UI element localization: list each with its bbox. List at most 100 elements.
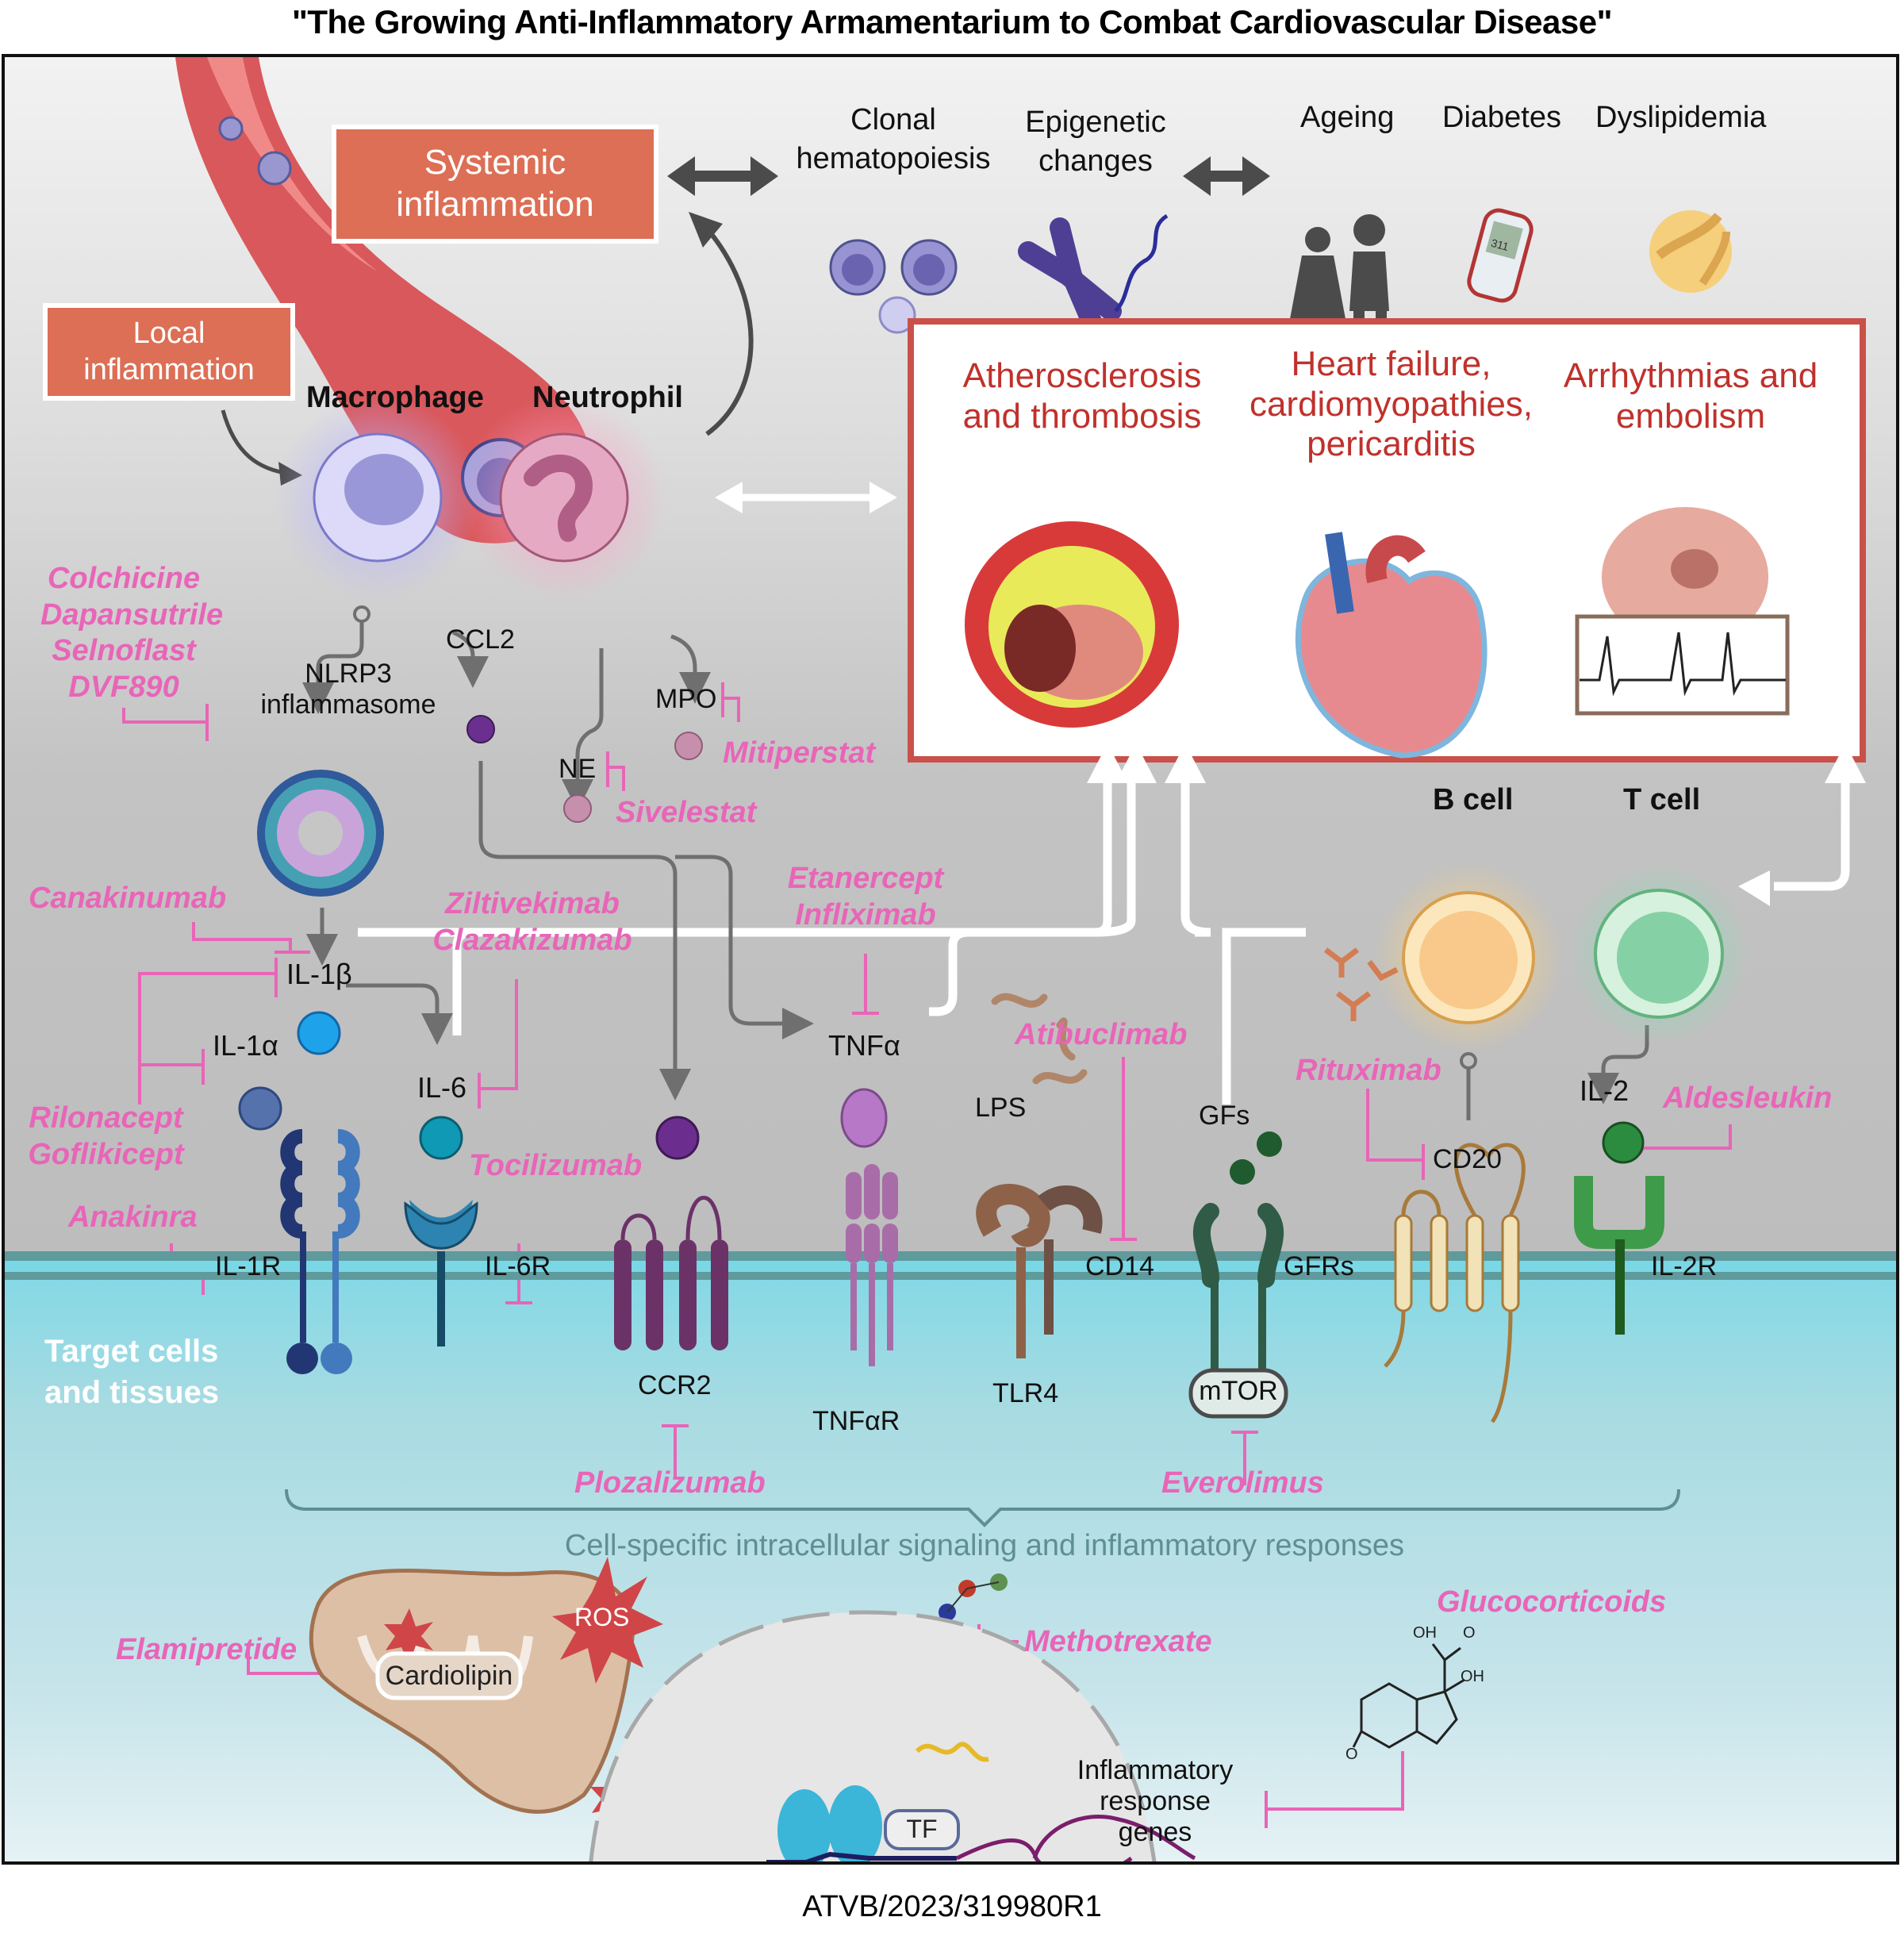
tnfar-receptor-icon xyxy=(846,1164,898,1366)
macrophage-icon xyxy=(274,394,481,601)
cell-membrane-core xyxy=(5,1261,1896,1272)
gfs-label: GFs xyxy=(1199,1101,1250,1131)
ros-burst-icon xyxy=(552,1557,663,1684)
gfrs-label: GFRs xyxy=(1284,1251,1354,1281)
antibody-icon xyxy=(1323,947,1399,1021)
mtor-complex xyxy=(1188,1368,1288,1419)
drug-aldesleukin: Aldesleukin xyxy=(1663,1081,1833,1115)
nlrp3-anchor-icon xyxy=(353,605,370,623)
il2r-receptor-icon xyxy=(1574,1176,1664,1335)
inflammasome-icon xyxy=(257,770,384,897)
il1r-receptor-icon xyxy=(280,1129,360,1374)
il2r-label: IL-2R xyxy=(1651,1251,1718,1281)
pathway-to-disease-lines xyxy=(358,783,1850,1104)
cell-membrane-inner xyxy=(5,1272,1896,1280)
gc-oh2-label: OH xyxy=(1461,1668,1484,1685)
il2-molecule-icon xyxy=(1602,1121,1645,1164)
ccl2-molecule-icon xyxy=(466,715,495,743)
b-cell-label: B cell xyxy=(1433,783,1514,816)
t-cell-icon xyxy=(1568,862,1750,1045)
drug-tocilizumab: Tocilizumab xyxy=(469,1149,643,1182)
drug-plozalizumab: Plozalizumab xyxy=(574,1466,766,1500)
signaling-caption: Cell-specific intracellular signaling an… xyxy=(564,1529,1405,1562)
drug-elamipretide: Elamipretide xyxy=(116,1633,298,1666)
tf-box xyxy=(884,1809,960,1850)
ecg-icon xyxy=(1575,614,1790,716)
nucleosome-icon xyxy=(766,1785,957,1861)
il6-molecule-icon xyxy=(419,1116,463,1160)
il1a-molecule-icon xyxy=(238,1086,282,1131)
drug-il6-inhibitors: Ziltivekimab Clazakizumab xyxy=(432,887,632,957)
drug-everolimus: Everolimus xyxy=(1161,1466,1324,1500)
double-arrow-heads xyxy=(1183,156,1270,196)
diabetes-label: Diabetes xyxy=(1442,101,1561,134)
il1a-label: IL-1α xyxy=(213,1029,278,1062)
nlrp3-label: NLRP3 inflammasome xyxy=(260,659,436,720)
drug-mitiperstat: Mitiperstat xyxy=(723,736,876,770)
cd20-label: CD20 xyxy=(1433,1144,1502,1174)
drug-il1-traps: Rilonacept Goflikicept xyxy=(28,1101,184,1171)
chromosome-icon xyxy=(1018,213,1169,341)
neutrophil-label: Neutrophil xyxy=(532,381,683,414)
local-inflammation-box: Local inflammation xyxy=(43,303,295,401)
diagram-artwork: 311 xyxy=(5,57,1896,1861)
mpo-molecule-icon xyxy=(674,732,703,760)
signaling-arrows xyxy=(302,620,1649,1120)
ne-molecule-icon xyxy=(563,794,592,823)
drug-methotrexate: Methotrexate xyxy=(1024,1625,1212,1658)
brain-icon xyxy=(1602,507,1768,647)
ageing-label: Ageing xyxy=(1300,101,1395,134)
drug-sivelestat: Sivelestat xyxy=(616,796,757,829)
ros-label: ROS xyxy=(574,1603,630,1631)
mpo-label: MPO xyxy=(655,684,717,714)
gf-molecule-icon xyxy=(1230,1159,1255,1185)
drug-nlrp3-inhibitors: Colchicine Dapansutrile Selnoflast DVF89… xyxy=(40,562,224,704)
il6r-receptor-icon xyxy=(404,1200,478,1346)
epigenetic-changes-label: Epigenetic changes xyxy=(1025,106,1166,179)
lps-icon xyxy=(991,993,1088,1085)
cardiolipin-label: Cardiolipin xyxy=(385,1661,513,1691)
artery-cross-section-icon xyxy=(965,521,1179,728)
diagram-frame: 311 xyxy=(2,54,1899,1865)
tnfa-molecule-icon xyxy=(840,1088,888,1148)
cardiolipin-box xyxy=(375,1651,523,1700)
neutrophil-icon xyxy=(461,394,667,601)
inflammatory-genes-label: Inflammatory response genes xyxy=(1077,1755,1234,1848)
heart-icon xyxy=(1295,532,1488,759)
macrophage-label: Macrophage xyxy=(306,381,484,414)
gc-oh-label: OH xyxy=(1413,1624,1437,1642)
tlr4-receptor-icon xyxy=(976,1184,1103,1358)
gf-molecule-icon xyxy=(1257,1131,1282,1157)
drug-atibuclimab: Atibuclimab xyxy=(1015,1018,1188,1051)
mrna-icon xyxy=(915,1742,989,1762)
ccr2-label: CCR2 xyxy=(638,1370,712,1400)
arrow-head xyxy=(689,212,723,248)
disease-arrhythmias: Arrhythmias and embolism xyxy=(1563,356,1818,436)
cd14-label: CD14 xyxy=(1085,1251,1154,1281)
glucometer-reading: 311 xyxy=(1490,236,1511,253)
il1b-label: IL-1β xyxy=(286,958,352,990)
dyslipidemia-label: Dyslipidemia xyxy=(1595,101,1767,134)
cd20-anchor-icon xyxy=(1460,1052,1477,1070)
ros-burst-icon xyxy=(384,1608,433,1664)
tlr4-label: TLR4 xyxy=(992,1378,1059,1408)
ccl2-label: CCL2 xyxy=(446,624,515,655)
figure-title: "The Growing Anti-Inflammatory Armamenta… xyxy=(291,3,1613,40)
drug-rituximab: Rituximab xyxy=(1296,1054,1441,1087)
tnfa-label: TNFα xyxy=(828,1029,900,1062)
disease-atherosclerosis: Atherosclerosis and thrombosis xyxy=(962,356,1202,436)
target-cells-label: Target cells and tissues xyxy=(44,1334,220,1410)
nucleus-icon xyxy=(589,1610,1157,1861)
drug-glucocorticoids: Glucocorticoids xyxy=(1437,1585,1667,1619)
systemic-inflammation-box: Systemic inflammation xyxy=(332,125,658,244)
il1b-molecule-icon xyxy=(297,1011,341,1055)
il2-label: IL-2 xyxy=(1580,1074,1630,1107)
figure-id: ATVB/2023/319980R1 xyxy=(802,1890,1102,1923)
clonal-hematopoiesis-label: Clonal hematopoiesis xyxy=(796,103,991,176)
double-arrow-heads xyxy=(667,156,778,196)
lipoprotein-icon xyxy=(1649,210,1732,293)
tnfar-label: TNFαR xyxy=(812,1406,900,1436)
signaling-bracket xyxy=(285,1489,1680,1527)
cd20-receptor-icon xyxy=(1384,1143,1526,1423)
gfr-receptor-icon xyxy=(1192,1203,1284,1382)
